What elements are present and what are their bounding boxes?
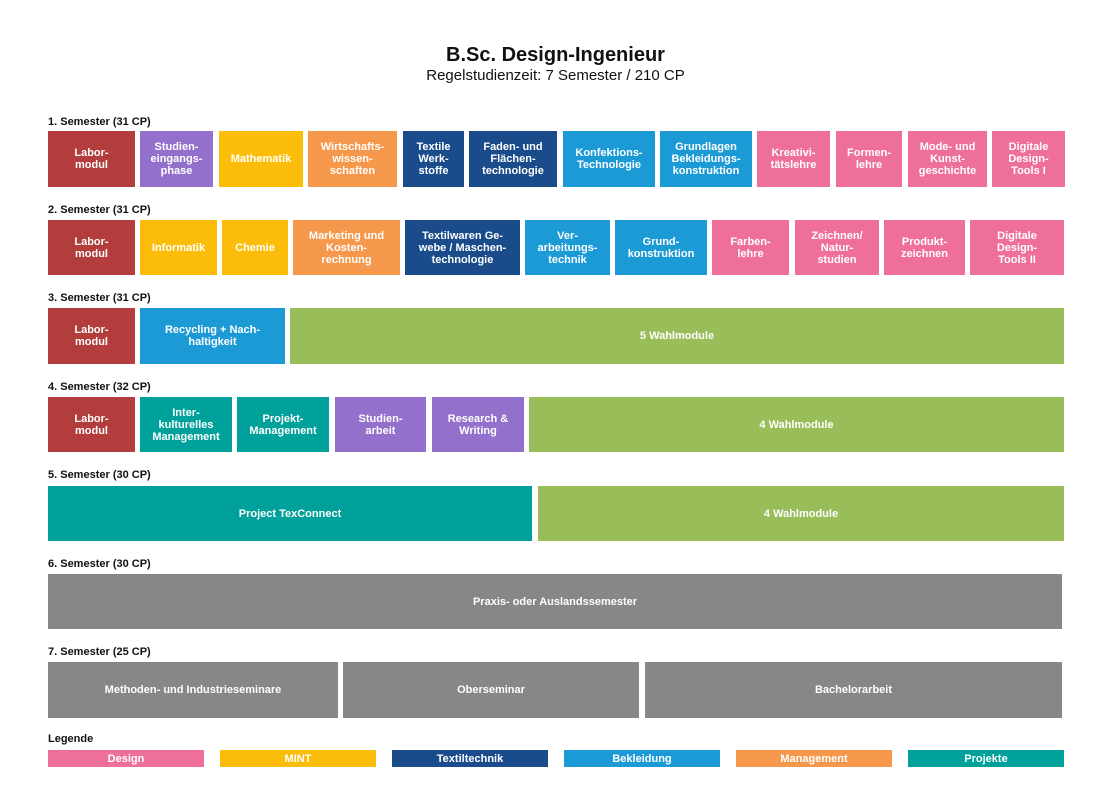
module-s1-grundlagen-bekleidungskonstruktion: Grundlagen Bekleidungs- konstruktion — [660, 131, 752, 187]
module-s2-informatik: Informatik — [140, 220, 217, 275]
legend-item-textiltechnik: Textiltechnik — [392, 750, 548, 767]
page-subtitle: Regelstudienzeit: 7 Semester / 210 CP — [426, 67, 685, 84]
module-s2-chemie: Chemie — [222, 220, 288, 275]
legend-item-bekleidung: Bekleidung — [564, 750, 720, 767]
module-s1-studieneingangsphase: Studien- eingangs- phase — [140, 131, 213, 187]
module-s2-zeichnen-naturstudien: Zeichnen/ Natur- studien — [795, 220, 879, 275]
legend-item-projekte: Projekte — [908, 750, 1064, 767]
legend-item-management: Management — [736, 750, 892, 767]
module-s1-textile-werkstoffe: Textile Werk- stoffe — [403, 131, 464, 187]
module-s2-textilwaren: Textilwaren Ge- webe / Maschen- technolo… — [405, 220, 520, 275]
module-s1-formenlehre: Formen- lehre — [836, 131, 902, 187]
module-s1-mode-kunstgeschichte: Mode- und Kunst- geschichte — [908, 131, 987, 187]
module-s3-labormodul: Labor- modul — [48, 308, 135, 364]
module-s2-digitale-design-tools-2: Digitale Design- Tools II — [970, 220, 1064, 275]
module-s1-faden-flaechentechnologie: Faden- und Flächen- technologie — [469, 131, 557, 187]
module-s2-grundkonstruktion: Grund- konstruktion — [615, 220, 707, 275]
module-s4-labormodul: Labor- modul — [48, 397, 135, 452]
module-s1-konfektionstechnologie: Konfektions- Technologie — [563, 131, 655, 187]
module-s5-wahlmodule: 4 Wahlmodule — [538, 486, 1064, 541]
module-s4-interkulturelles-management: Inter- kulturelles Management — [140, 397, 232, 452]
module-s3-recycling-nachhaltigkeit: Recycling + Nach- haltigkeit — [140, 308, 285, 364]
module-s2-verarbeitungstechnik: Ver- arbeitungs- technik — [525, 220, 610, 275]
module-s6-praxis-auslandssemester: Praxis- oder Auslandssemester — [48, 574, 1062, 629]
semester-7-label: 7. Semester (25 CP) — [48, 646, 151, 658]
module-s1-kreativitaetslehre: Kreativi- tätslehre — [757, 131, 830, 187]
module-s1-wirtschaftswissenschaften: Wirtschafts- wissen- schaften — [308, 131, 397, 187]
semester-1-label: 1. Semester (31 CP) — [48, 116, 151, 128]
semester-5-label: 5. Semester (30 CP) — [48, 469, 151, 481]
module-s4-wahlmodule: 4 Wahlmodule — [529, 397, 1064, 452]
module-s7-bachelorarbeit: Bachelorarbeit — [645, 662, 1062, 718]
module-s7-methoden-industrieseminare: Methoden- und Industrieseminare — [48, 662, 338, 718]
legend-item-design: Design — [48, 750, 204, 767]
module-s2-marketing-kostenrechnung: Marketing und Kosten- rechnung — [293, 220, 400, 275]
module-s3-wahlmodule: 5 Wahlmodule — [290, 308, 1064, 364]
module-s7-oberseminar: Oberseminar — [343, 662, 639, 718]
module-s4-projektmanagement: Projekt- Management — [237, 397, 329, 452]
semester-6-label: 6. Semester (30 CP) — [48, 558, 151, 570]
module-s1-digitale-design-tools-1: Digitale Design- Tools I — [992, 131, 1065, 187]
module-s1-labormodul: Labor- modul — [48, 131, 135, 187]
semester-4-label: 4. Semester (32 CP) — [48, 381, 151, 393]
semester-2-label: 2. Semester (31 CP) — [48, 204, 151, 216]
module-s2-produktzeichnen: Produkt- zeichnen — [884, 220, 965, 275]
legend-title: Legende — [48, 733, 94, 745]
legend-item-mint: MINT — [220, 750, 376, 767]
module-s2-farbenlehre: Farben- lehre — [712, 220, 789, 275]
module-s4-research-writing: Research & Writing — [432, 397, 524, 452]
module-s2-labormodul: Labor- modul — [48, 220, 135, 275]
semester-3-label: 3. Semester (31 CP) — [48, 292, 151, 304]
page-title: B.Sc. Design-Ingenieur — [446, 44, 665, 66]
module-s4-studienarbeit: Studien- arbeit — [335, 397, 426, 452]
module-s1-mathematik: Mathematik — [219, 131, 303, 187]
module-s5-project-texconnect: Project TexConnect — [48, 486, 532, 541]
